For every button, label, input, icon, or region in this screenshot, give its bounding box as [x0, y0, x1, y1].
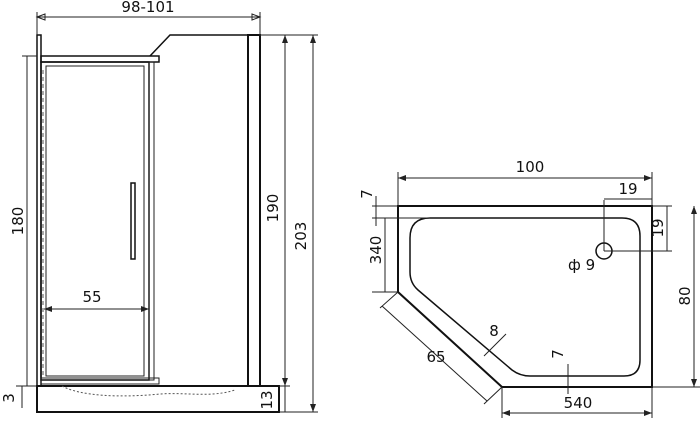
- tray-width-label: 100: [516, 158, 545, 176]
- height-180-label: 180: [9, 207, 27, 236]
- tray-depth-label: 80: [676, 286, 694, 305]
- diagonal-label: 65: [426, 348, 445, 366]
- drain-x-label: 19: [618, 180, 637, 198]
- tray-inner-basin: [409, 217, 641, 377]
- diagonal-rim-dimension-line: [483, 333, 507, 357]
- top-rim-label: 7: [358, 189, 376, 199]
- width-label: 98-101: [121, 0, 174, 16]
- height-190-label: 190: [264, 194, 282, 223]
- top-canopy: [149, 34, 248, 57]
- side-rail: [148, 61, 155, 381]
- door-handle: [130, 182, 136, 260]
- door-frame: [40, 61, 150, 381]
- height-203-label: 203: [292, 222, 310, 251]
- top-shelf: [40, 55, 160, 63]
- top-view: 100 19 19 80 ф 9 7 340 65 8: [358, 158, 700, 418]
- drain-y-label: 19: [649, 218, 667, 237]
- base-offset-label: 3: [0, 393, 18, 403]
- front-view: 98-101 180 55 190 203 13 3: [0, 0, 318, 413]
- drain-diameter-label: ф 9: [568, 256, 595, 274]
- back-wall-panel: [247, 34, 261, 387]
- tray-outer-outline: [397, 205, 653, 388]
- bottom-straight-label: 540: [564, 394, 593, 412]
- tray-waste-outline: [61, 385, 236, 397]
- diagonal-dimension-line: [381, 305, 488, 402]
- door-width-label: 55: [82, 288, 101, 306]
- bottom-rail: [40, 377, 160, 385]
- bottom-rim-label: 7: [549, 349, 567, 359]
- door-inner-frame: [45, 65, 145, 377]
- diagonal-rim-label: 8: [489, 322, 499, 340]
- shower-tray-base: [36, 385, 280, 413]
- tray-height-label: 13: [258, 390, 276, 409]
- left-straight-label: 340: [367, 236, 385, 265]
